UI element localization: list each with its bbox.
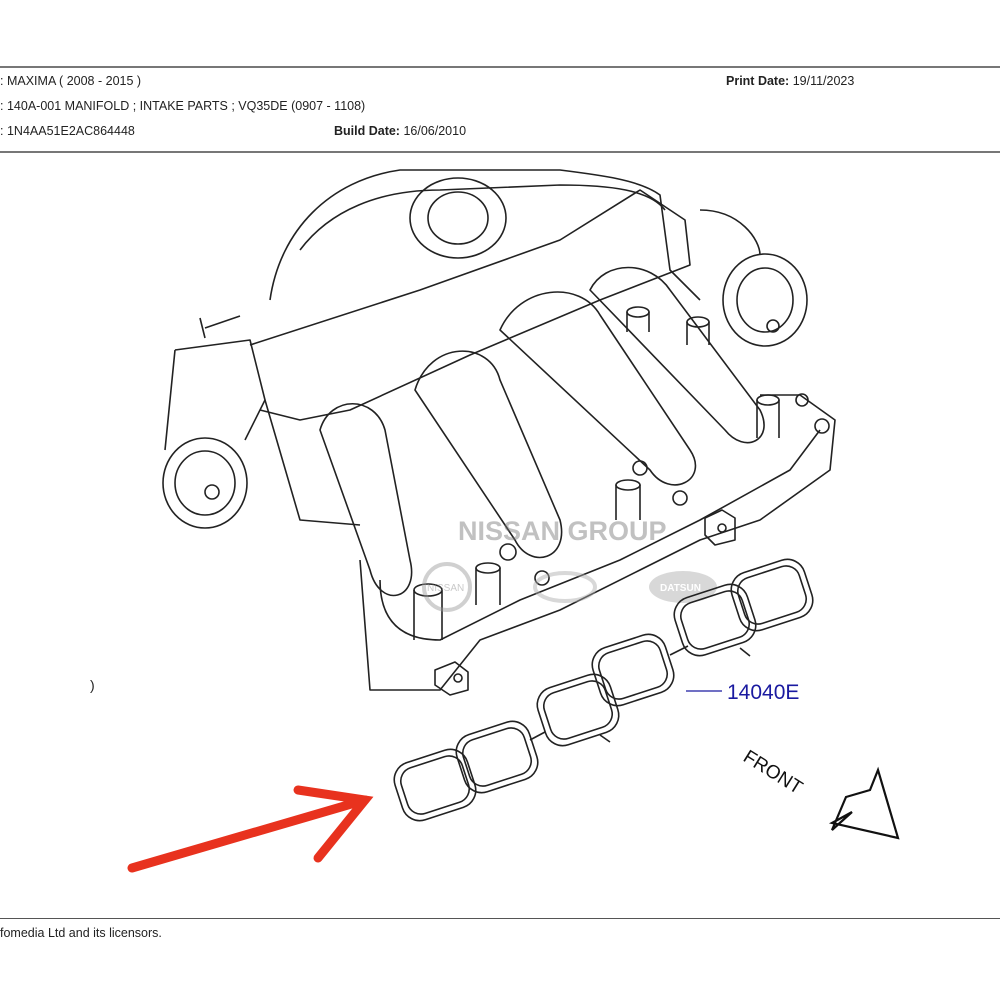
vin-row: : 1N4AA51E2AC864448 <box>0 124 135 138</box>
part-number-callout[interactable]: 14040E <box>727 681 799 704</box>
gasket-14040e <box>393 558 814 822</box>
nissan-logo-text: NISSAN <box>427 583 464 594</box>
model-value: MAXIMA ( 2008 - 2015 ) <box>6 74 142 88</box>
front-label: FRONT <box>739 746 806 799</box>
build-date-label: Build Date: <box>334 124 400 138</box>
header-top-divider <box>0 66 1000 68</box>
copyright-footer: fomedia Ltd and its licensors. <box>0 926 162 940</box>
bosses <box>413 306 830 696</box>
red-pointer-arrow <box>127 785 374 873</box>
vin-label: : <box>0 124 4 138</box>
print-date: Print Date: 19/11/2023 <box>726 74 854 88</box>
vin-value: 1N4AA51E2AC864448 <box>6 124 135 138</box>
section-row: : 140A-001 MANIFOLD ; INTAKE PARTS ; VQ3… <box>0 99 365 113</box>
header-bottom-divider <box>0 151 1000 153</box>
nissan-logo <box>422 562 472 612</box>
datsun-logo <box>649 571 717 603</box>
model-row: : MAXIMA ( 2008 - 2015 ) <box>0 74 141 88</box>
section-label: : <box>0 99 4 113</box>
infiniti-logo <box>533 571 597 603</box>
watermark: NISSAN GROUP NISSAN DATSUN <box>422 516 717 612</box>
footer-divider <box>0 918 1000 919</box>
section-value: 140A-001 MANIFOLD ; INTAKE PARTS ; VQ35D… <box>6 99 366 113</box>
print-date-value: 19/11/2023 <box>792 74 855 88</box>
build-date-value: 16/06/2010 <box>403 124 467 138</box>
intake-manifold-drawing <box>162 169 836 696</box>
model-label: : <box>0 74 4 88</box>
watermark-text: NISSAN GROUP <box>458 516 667 546</box>
stray-mark: ) <box>90 677 95 693</box>
datsun-logo-text: DATSUN <box>660 583 701 594</box>
build-date: Build Date: 16/06/2010 <box>334 124 466 138</box>
print-date-label: Print Date: <box>726 74 790 88</box>
front-direction-arrow-icon <box>828 766 900 840</box>
